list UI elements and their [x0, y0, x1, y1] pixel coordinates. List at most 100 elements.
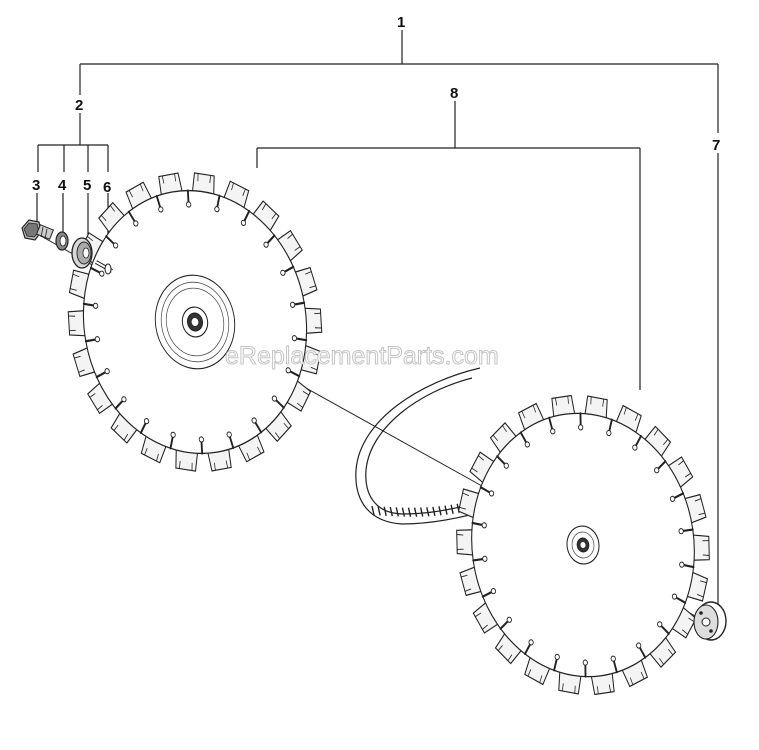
gullet-hole: [92, 302, 99, 309]
segment-serration: [688, 617, 695, 623]
segment-serration: [629, 677, 634, 686]
gullet-hole: [226, 431, 232, 438]
segment-serration: [567, 395, 569, 404]
segment-serration: [309, 285, 317, 289]
inner-flange: [71, 237, 93, 269]
segment-serration: [590, 396, 592, 405]
gullet-hole: [654, 467, 660, 474]
belt-tooth: [401, 507, 406, 517]
segment-serration: [464, 588, 472, 592]
gullet-hole: [482, 555, 488, 562]
gullet-hole: [240, 219, 247, 226]
segment-serration: [602, 398, 605, 407]
segment-serration: [532, 404, 537, 413]
segment-serration: [302, 390, 310, 396]
gullet-hole: [121, 396, 127, 403]
segment-serration: [178, 460, 181, 469]
segment-serration: [659, 658, 664, 665]
gullet-hole: [158, 206, 164, 213]
callout-labels: 1 2 3 4 5 6 7 8: [32, 14, 720, 196]
segment-serration: [456, 548, 464, 550]
gullet-hole: [251, 417, 257, 424]
belt-tooth: [420, 507, 424, 517]
segment-serration: [640, 671, 645, 680]
belt-tooth: [407, 507, 412, 517]
gullet-hole: [550, 428, 556, 435]
segment-serration: [294, 246, 301, 251]
blade-bolt: [21, 219, 55, 241]
segment-serration: [684, 472, 692, 478]
segment-serration: [471, 467, 478, 473]
gullet-hole: [610, 655, 616, 662]
gullet-hole: [185, 201, 192, 208]
segment-serration: [700, 580, 707, 584]
segment-serration: [231, 182, 234, 191]
segment-serration: [89, 393, 96, 398]
gullet-hole: [669, 495, 676, 502]
belt-tooth: [444, 505, 448, 515]
segment-serration: [213, 462, 216, 471]
belt-tooth: [426, 507, 430, 517]
segment-serration: [678, 460, 684, 466]
segment-serration: [702, 540, 710, 542]
segment-serration: [197, 173, 199, 182]
blade-left-gullets: [82, 189, 308, 455]
gullet-hole: [582, 659, 588, 666]
gullet-hole: [578, 424, 584, 431]
segment-serration: [113, 424, 119, 432]
segment-serration: [275, 432, 281, 440]
segment-serration: [261, 203, 267, 211]
segment-serration: [682, 629, 689, 635]
segment-serration: [663, 438, 669, 446]
gullet-hole: [94, 336, 101, 343]
segment-serration: [697, 593, 704, 598]
gullet-hole: [289, 301, 296, 308]
gullet-hole: [291, 335, 298, 342]
gullet-hole: [112, 242, 119, 249]
segment-serration: [242, 188, 246, 197]
belt-tooth: [371, 505, 375, 516]
callout-5: 5: [83, 177, 91, 194]
segment-serration: [161, 175, 165, 184]
segment-serration: [69, 288, 77, 291]
belt-tooth: [389, 506, 393, 517]
gullet-hole: [503, 462, 509, 469]
segment-serration: [191, 462, 193, 471]
segment-serration: [156, 453, 159, 462]
segment-serration: [502, 425, 507, 432]
segment-serration: [539, 675, 543, 684]
segment-serration: [271, 212, 277, 220]
gullet-hole: [271, 395, 278, 402]
segment-serration: [314, 327, 322, 329]
segment-serration: [507, 654, 513, 662]
belt-tooth: [413, 507, 418, 517]
gullet-hole: [198, 436, 205, 443]
segment-serration: [497, 644, 503, 652]
segment-serration: [97, 404, 103, 411]
segment-serration: [561, 683, 564, 692]
segment-serration: [459, 506, 466, 510]
segment-serration: [174, 173, 177, 182]
segment-serration: [313, 353, 321, 356]
segment-serration: [86, 235, 94, 242]
gullet-hole: [488, 490, 495, 497]
gullet-hole: [671, 593, 678, 600]
segment-serration: [257, 446, 262, 455]
segment-serration: [462, 492, 469, 497]
segment-serration: [608, 684, 612, 693]
outer-flange: [693, 601, 727, 641]
belt-tooth: [438, 506, 442, 516]
gullet-hole: [506, 616, 512, 623]
segment-serration: [246, 452, 251, 461]
segment-serration: [68, 315, 76, 317]
segment-serration: [597, 686, 599, 695]
gullet-hole: [280, 269, 286, 276]
gullet-hole: [481, 522, 487, 529]
segment-serration: [305, 271, 312, 275]
spring-washer: [55, 231, 69, 251]
segment-serration: [225, 460, 229, 469]
gullet-hole: [528, 639, 534, 646]
segment-serration: [100, 214, 107, 222]
callout-4: 4: [58, 177, 67, 194]
